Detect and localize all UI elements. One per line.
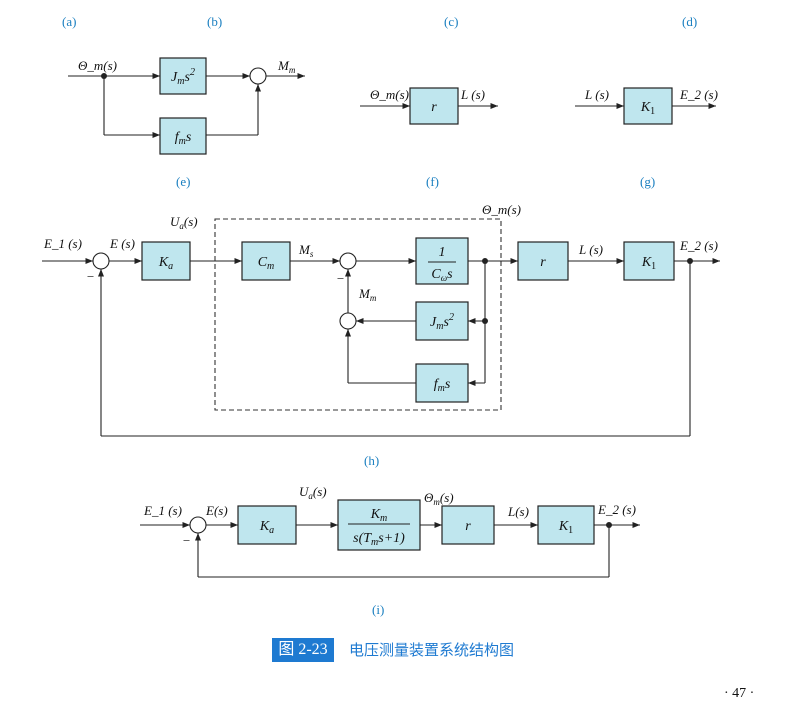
signal-e2: E_2 (s) [679,87,718,102]
block-inv-den: Cωs [431,267,453,283]
block-r-full [517,241,569,281]
block-k1-full [623,241,675,281]
signal-theta-m-full: Θ_m(s) [482,202,521,217]
signal-theta-m-2: Θ_m(s) [370,87,409,102]
block-jm-s2-fb-label: Jms2 [430,312,454,332]
block-ka [141,241,191,281]
block-jm-s2 [159,57,207,95]
sublabel-h: (h) [364,453,379,468]
block-inv-cw-s [415,237,469,285]
signal-e: E (s) [109,236,135,251]
sublabel-e: (e) [176,174,190,189]
summing-junction-load [339,312,357,330]
sublabel-i: (i) [372,602,384,617]
block-r-full-label: r [540,255,546,270]
diagram-k1: L (s) K1 E_2 (s) [575,87,718,125]
sublabel-g: (g) [640,174,655,189]
signal-m-m: Mm [277,58,296,75]
signal-theta-m-simp: Θm(s) [424,490,454,507]
block-fm-s [159,117,207,155]
signal-ms: Ms [298,242,314,259]
signal-ua: Ua(s) [170,214,198,231]
block-r-simp [441,505,495,545]
summing-junction-main [92,252,110,270]
signal-e2-full: E_2 (s) [679,238,718,253]
signal-theta-m: Θ_m(s) [78,58,117,73]
signal-ua-simp: Ua(s) [299,484,327,501]
block-motor-tf [337,499,421,551]
diagram-inertia-friction: Θ_m(s) Jms2 fms Mm [68,57,305,155]
summing-junction-simp [189,516,207,534]
motor-boundary [214,218,502,411]
signal-e2-simp: E_2 (s) [597,502,636,517]
block-k1-simp [537,505,595,545]
minus-sign-simp: − [182,533,191,548]
summing-junction-torque [339,252,357,270]
figure-caption: 电压测量装置系统结构图 [349,641,515,659]
figure-number: 图 2-23 [272,638,334,662]
sublabel-a: (a) [62,14,76,29]
signal-e1: E_1 (s) [43,236,82,251]
sublabel-f: (f) [426,174,439,189]
signal-l-simp: L(s) [507,504,529,519]
minus-sign: − [86,269,95,284]
block-r-label: r [431,100,437,115]
sublabel-b: (b) [207,14,222,29]
signal-l-in: L (s) [584,87,609,102]
signal-l: L (s) [460,87,485,102]
block-fm-s-fb [415,363,469,403]
diagram-simplified: E_1 (s) − E(s) Ka Ua(s) Km s(Tms+1) Θm(s… [140,484,640,578]
page-number: · 47 · [724,686,755,701]
summing-junction [249,67,267,85]
block-jm-s2-label: Jms2 [171,67,195,87]
signal-mm-fb: Mm [358,286,377,303]
sublabel-d: (d) [682,14,697,29]
block-inv-num: 1 [439,245,446,260]
diagram-full-system: E_1 (s) − E (s) Ka Ua(s) Θ_m(s) Cm Ms − … [42,202,720,437]
signal-e-simp: E(s) [205,503,228,518]
sublabel-c: (c) [444,14,458,29]
minus-sign-2: − [336,271,345,286]
block-motor-tf-den: s(Tms+1) [353,531,405,548]
signal-l-full: L (s) [578,242,603,257]
block-k1 [623,87,673,125]
block-r-simp-label: r [465,519,471,534]
signal-e1-simp: E_1 (s) [143,503,182,518]
block-r [409,87,459,125]
diagram-r: Θ_m(s) r L (s) [360,87,498,125]
